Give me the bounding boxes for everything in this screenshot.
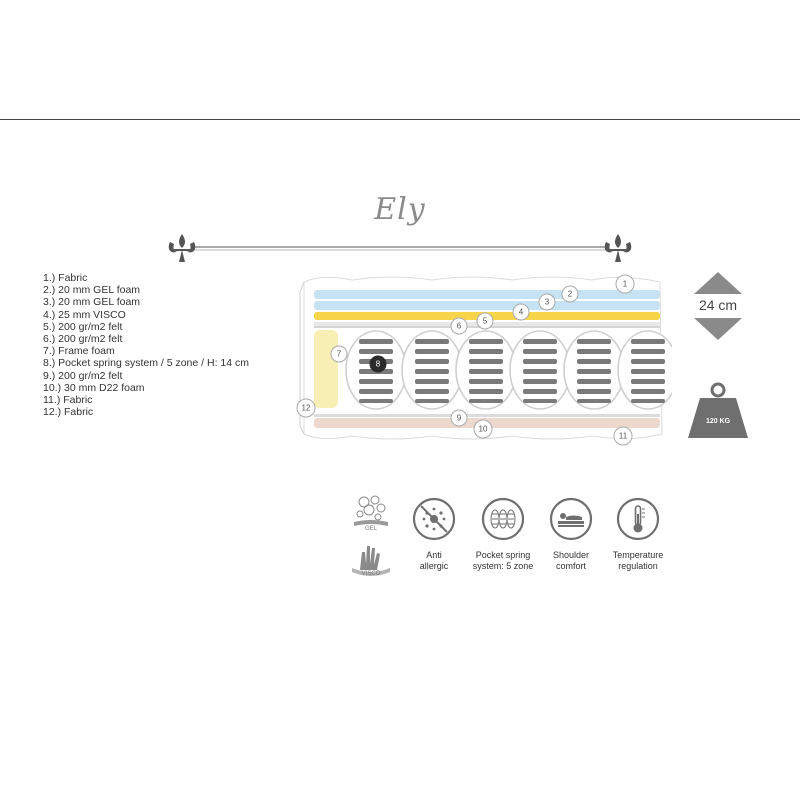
gel-label: GEL — [364, 526, 377, 532]
gel-icon — [354, 495, 388, 526]
svg-text:8: 8 — [376, 360, 381, 369]
frame-foam — [314, 330, 338, 408]
legend-item: 8.) Pocket spring system / 5 zone / H: 1… — [43, 357, 249, 370]
legend-item: 12.) Fabric — [43, 406, 94, 419]
callout-2: 2 — [561, 285, 579, 303]
pocket-spring — [563, 330, 625, 410]
height-icon — [694, 272, 742, 340]
callout-4: 4 — [512, 303, 530, 321]
max-weight: 120 KG — [705, 418, 731, 425]
feature-shoulder-comfort: Shoulder comfort — [531, 497, 611, 572]
svg-text:11: 11 — [619, 432, 628, 441]
top-divider — [0, 119, 800, 120]
gel-foam-layer — [314, 290, 660, 299]
feature-label: Anti allergic — [419, 550, 449, 571]
felt-layer — [314, 414, 660, 417]
layer-legend: 1.) Fabric 2.) 20 mm GEL foam 3.) 20 mm … — [43, 272, 249, 418]
legend-item: 9.) 200 gr/m2 felt — [43, 369, 123, 382]
feature-label: Pocket spring system: 5 zone — [472, 550, 534, 571]
callout-8: 8 — [369, 355, 387, 373]
pocket-spring-icon — [481, 497, 525, 541]
pocket-spring-system — [345, 330, 672, 410]
svg-text:6: 6 — [457, 322, 462, 331]
legend-item: 3.) 20 mm GEL foam — [43, 296, 141, 309]
weight-icon — [688, 382, 748, 438]
gel-foam-layer — [314, 301, 660, 310]
pocket-spring — [455, 330, 517, 410]
callout-11: 11 — [613, 426, 633, 446]
legend-item: 7.) Frame foam — [43, 345, 115, 358]
fleur-de-lis-icon — [168, 234, 196, 262]
visco-hand-icon — [352, 546, 390, 576]
callout-5: 5 — [476, 312, 494, 330]
feature-anti-allergic: Anti allergic — [394, 497, 474, 572]
temperature-regulation-icon — [616, 497, 660, 541]
pocket-spring — [401, 330, 463, 410]
callout-1: 1 — [615, 274, 635, 294]
mattress-height: 24 cm — [698, 297, 738, 313]
svg-text:3: 3 — [545, 298, 550, 307]
fleur-de-lis-icon — [604, 234, 632, 262]
shoulder-comfort-icon — [549, 497, 593, 541]
callout-3: 3 — [538, 293, 556, 311]
svg-text:2: 2 — [568, 290, 573, 299]
svg-text:9: 9 — [457, 414, 462, 423]
title-ornament — [168, 234, 632, 262]
legend-item: 1.) Fabric — [43, 272, 88, 284]
svg-text:12: 12 — [302, 404, 311, 413]
svg-text:1: 1 — [623, 280, 628, 289]
callout-9: 9 — [450, 409, 468, 427]
feature-label: Shoulder comfort — [552, 550, 590, 571]
callout-7: 7 — [330, 345, 348, 363]
pocket-spring — [617, 330, 672, 410]
svg-text:7: 7 — [337, 350, 342, 359]
feature-pocket-spring: Pocket spring system: 5 zone — [463, 497, 543, 572]
callout-6: 6 — [450, 317, 468, 335]
legend-item: 2.) 20 mm GEL foam — [43, 284, 141, 297]
legend-item: 4.) 25 mm VISCO — [43, 308, 126, 321]
legend-item: 6.) 200 gr/m2 felt — [43, 333, 123, 346]
legend-item: 5.) 200 gr/m2 felt — [43, 320, 123, 333]
product-title: Ely — [374, 192, 426, 227]
feature-label: Temperature regulation — [612, 550, 664, 571]
visco-label: VISCO — [361, 571, 381, 577]
pocket-spring — [509, 330, 571, 410]
legend-item: 10.) 30 mm D22 foam — [43, 381, 145, 394]
svg-text:5: 5 — [483, 317, 488, 326]
legend-item: 11.) Fabric — [43, 394, 93, 407]
callout-12: 12 — [296, 398, 316, 418]
fabric-outline — [303, 276, 663, 440]
feature-temperature-regulation: Temperature regulation — [598, 497, 678, 572]
svg-text:10: 10 — [479, 425, 488, 434]
anti-allergic-icon — [412, 497, 456, 541]
svg-text:4: 4 — [519, 308, 524, 317]
callout-10: 10 — [473, 419, 493, 439]
mattress-cross-section: 1 2 3 4 5 6 7 8 9 10 11 12 — [296, 274, 672, 446]
